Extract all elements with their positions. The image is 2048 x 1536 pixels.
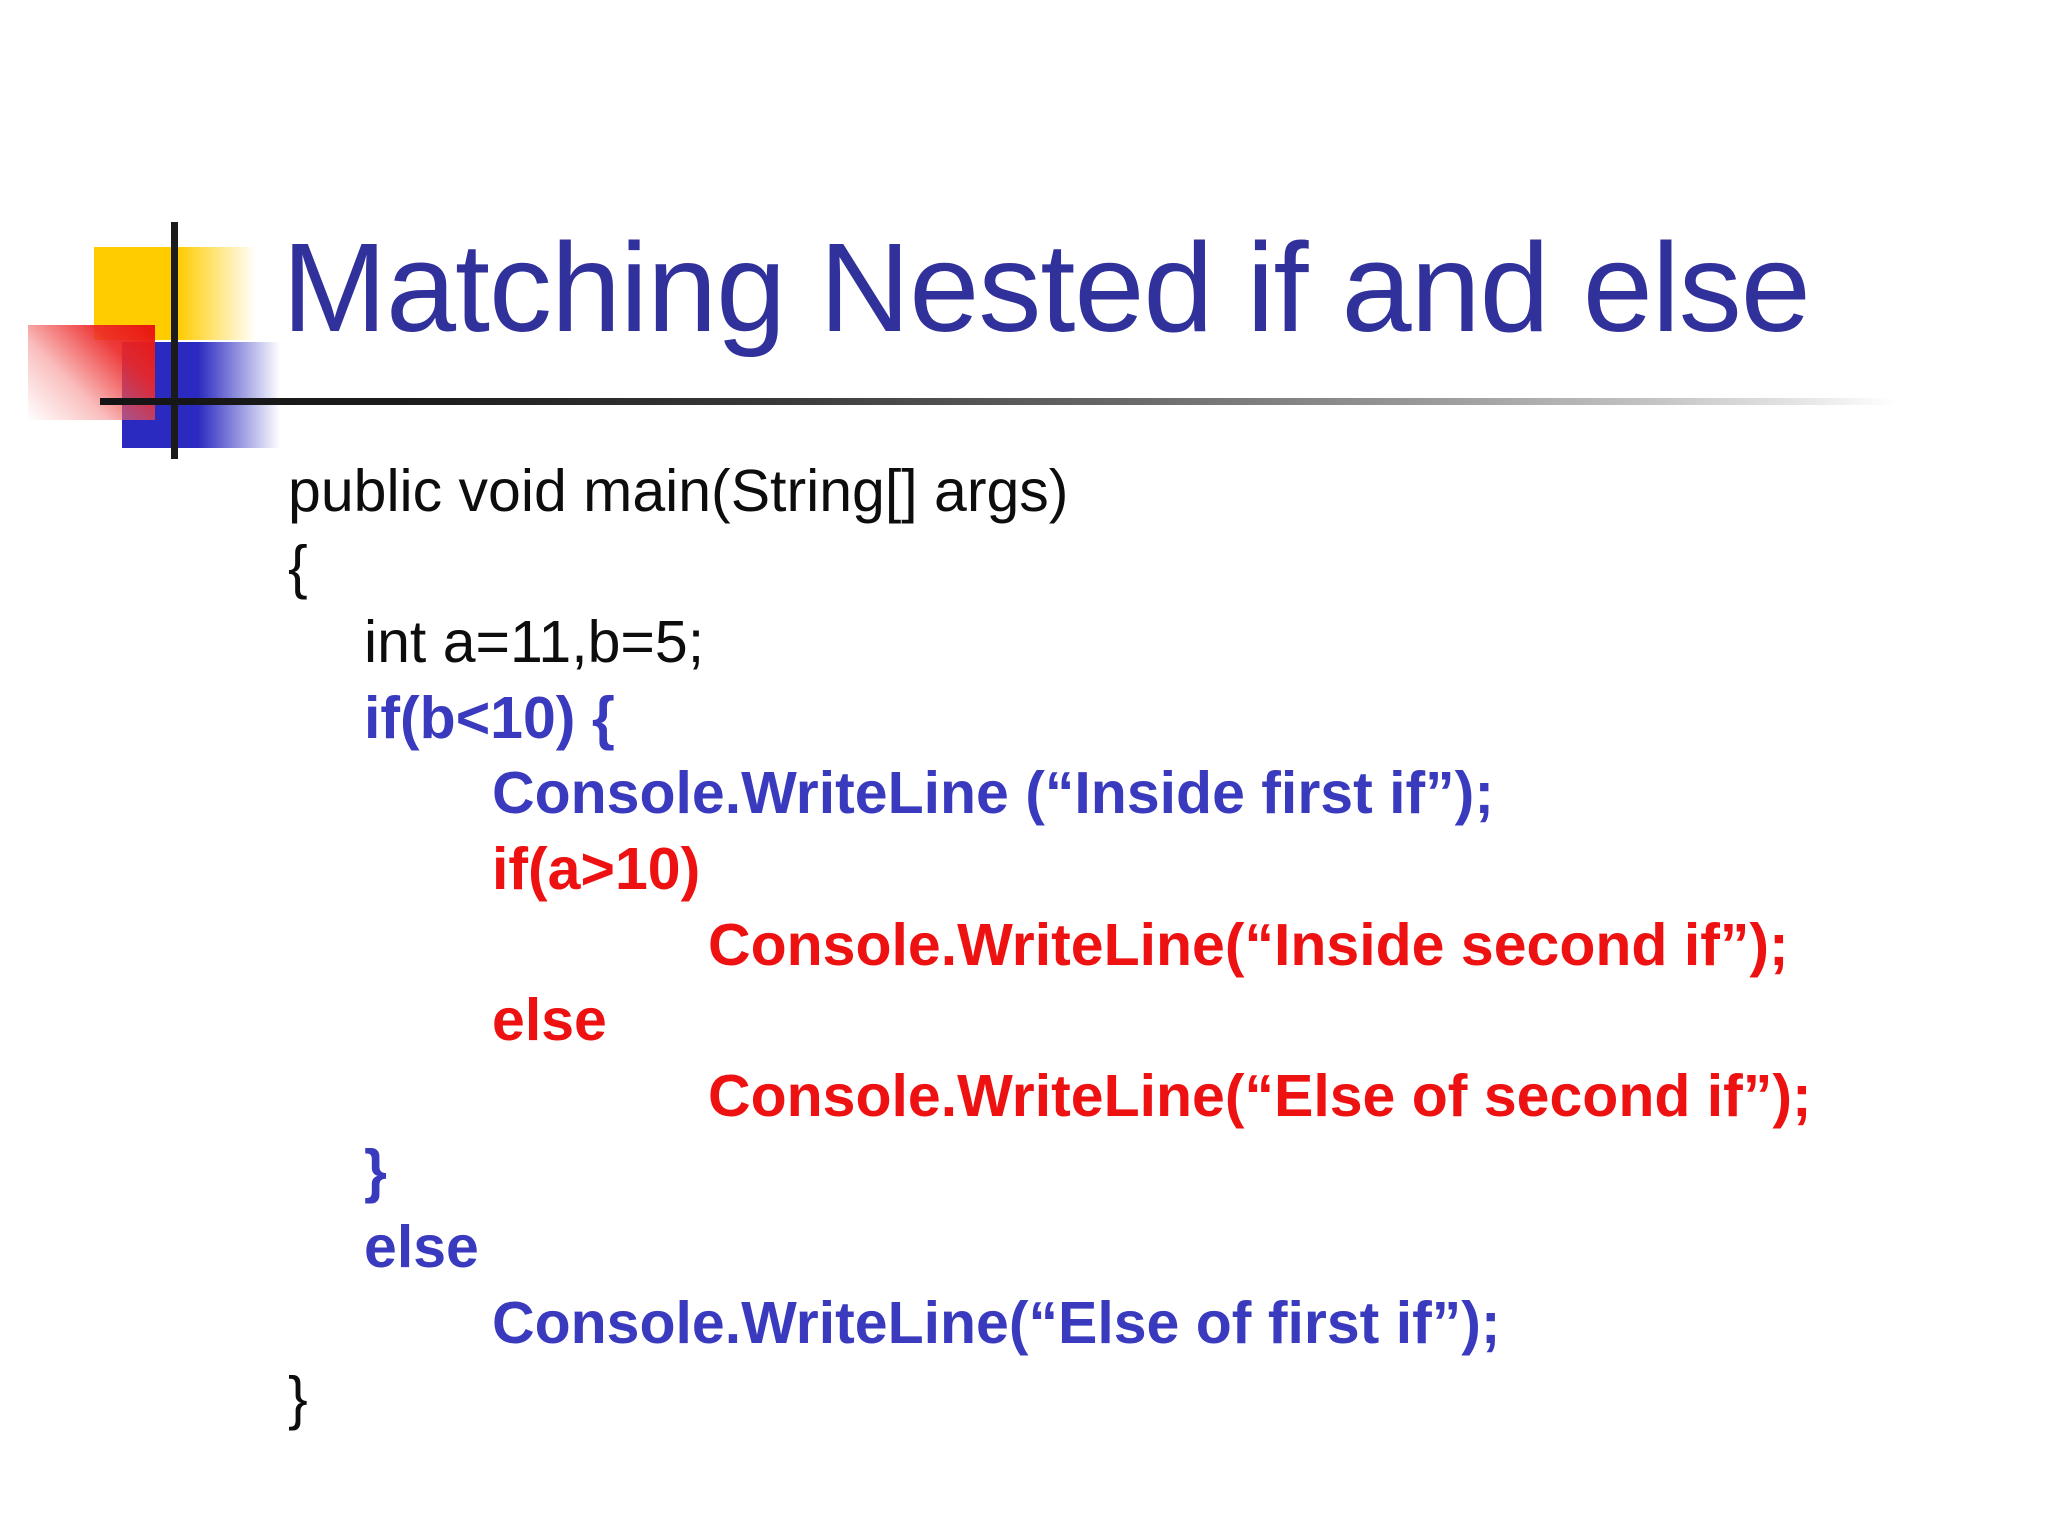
code-line: { [288, 533, 308, 600]
code-line: } [364, 1138, 387, 1205]
title-underline-rule [100, 398, 1896, 405]
code-line: } [288, 1365, 308, 1432]
vertical-crosshair-line [171, 222, 178, 459]
code-line: int a=11,b=5; [364, 609, 705, 676]
slide-title: Matching Nested if and else [282, 217, 1811, 358]
red-square-decoration [28, 325, 155, 420]
code-line: Console.WriteLine(“Else of second if”); [708, 1062, 1812, 1129]
code-line: else [492, 987, 607, 1054]
code-block: public void main(String[] args) { int a=… [0, 454, 2048, 1437]
code-line: if(b<10) { [364, 684, 615, 751]
code-line: if(a>10) [492, 835, 701, 902]
code-line: Console.WriteLine (“Inside first if”); [492, 760, 1494, 827]
code-line: public void main(String[] args) [288, 458, 1069, 524]
code-line: Console.WriteLine(“Inside second if”); [708, 911, 1789, 978]
code-line: Console.WriteLine(“Else of first if”); [492, 1289, 1501, 1356]
code-line: else [364, 1213, 479, 1280]
